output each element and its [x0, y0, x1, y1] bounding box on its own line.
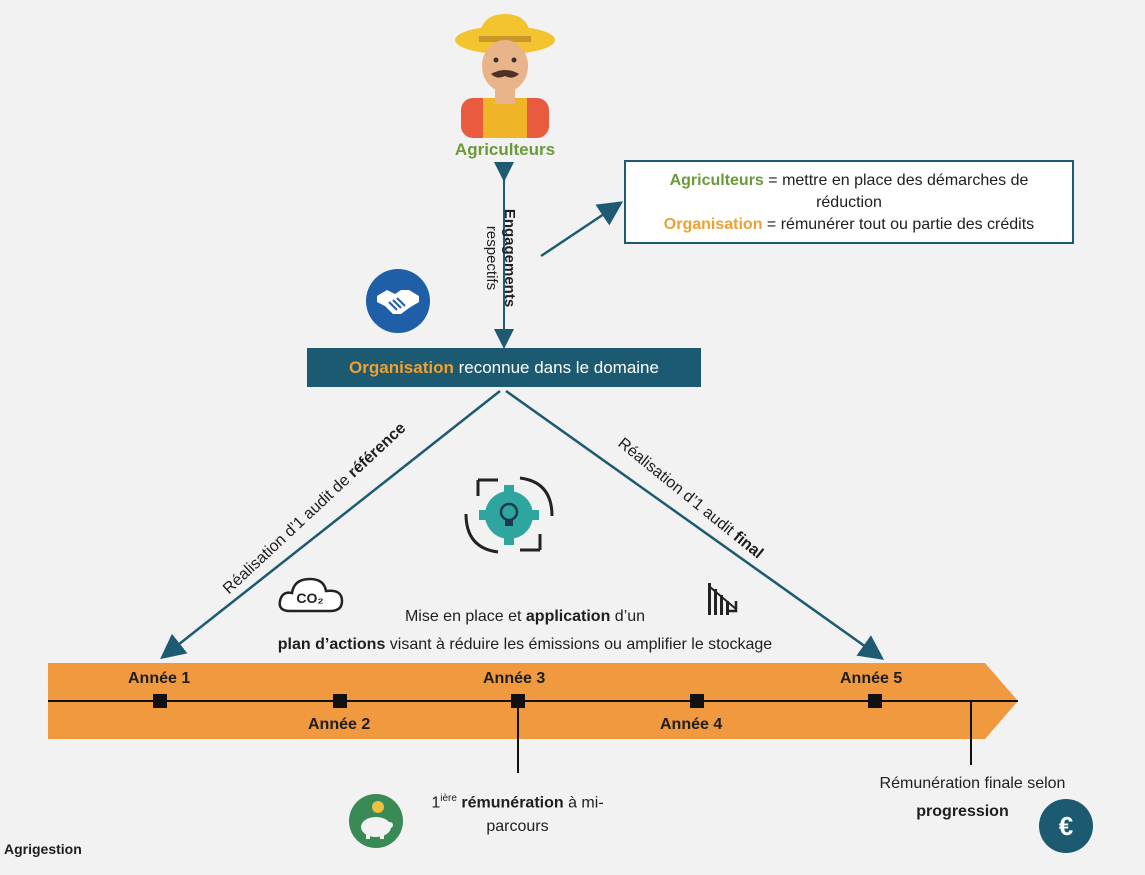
year-4: Année 4 [660, 716, 723, 733]
action-plan-line2: plan d’actions visant à réduire les émis… [215, 631, 835, 659]
audit-left-arrow [160, 390, 501, 660]
legend-box: Agriculteurs = mettre en place des démar… [624, 160, 1074, 244]
remu1-bold: rémunération [461, 794, 564, 812]
engagement-rest: respectifs [483, 225, 500, 291]
legend-line1: Agriculteurs = mettre en place des démar… [636, 170, 1062, 214]
plan-l2a: plan d’actions [277, 636, 386, 653]
plan-l1c: d’un [610, 608, 646, 625]
organisation-text: reconnue dans le domaine [453, 358, 659, 377]
legend-text-farmers: = mettre en place des démarches de réduc… [763, 172, 1029, 211]
innovation-cycle-icon [464, 476, 554, 554]
remu1-sup: ière [440, 793, 457, 804]
year-1: Année 1 [128, 670, 191, 687]
organisation-box: Organisation reconnue dans le domaine [307, 348, 701, 387]
euro-symbol: € [1059, 811, 1073, 841]
legend-term-farmers: Agriculteurs [669, 172, 764, 189]
farmer-icon [455, 14, 555, 138]
legend-line2: Organisation = rémunérer tout ou partie … [636, 214, 1062, 236]
declining-chart-icon [708, 583, 738, 615]
organisation-term: Organisation [349, 358, 454, 377]
brand-label: Agrigestion [4, 841, 82, 857]
co2-text: CO₂ [296, 590, 323, 606]
legend-arrow [540, 201, 624, 258]
piggy-bank-icon [349, 794, 403, 848]
year-2: Année 2 [308, 716, 371, 733]
plan-l1b: application [525, 608, 611, 625]
action-plan-text: Mise en place et application d’un plan d… [215, 603, 835, 659]
year-3: Année 3 [483, 670, 546, 687]
plan-l2b: visant à réduire les émissions ou amplif… [385, 636, 773, 653]
engagement-bold: Engagements [501, 208, 518, 308]
engagement-label: Engagements respectifs [470, 200, 530, 320]
farmer-label: Agriculteurs [454, 140, 556, 159]
remu1-rest: à mi-parcours [486, 794, 604, 836]
remu1-num: 1 [431, 794, 441, 812]
co2-cloud-icon: CO₂ [278, 577, 344, 613]
legend-text-organisation: = rémunérer tout ou partie des crédits [762, 216, 1035, 233]
first-remuneration: 1ière rémunération à mi-parcours [405, 787, 630, 839]
euro-icon: € [1039, 799, 1093, 853]
year-5: Année 5 [840, 670, 903, 687]
remu-final-bold: progression [916, 803, 1009, 820]
plan-l1a: Mise en place et [404, 608, 526, 625]
remu-final-text: Rémunération finale selon [879, 775, 1066, 792]
audit-right-arrow [505, 389, 885, 660]
handshake-icon [366, 269, 430, 333]
final-remuneration: Rémunération finale selon progression [850, 770, 1095, 826]
action-plan-line1: Mise en place et application d’un [215, 603, 835, 631]
legend-term-organisation: Organisation [663, 216, 763, 233]
timeline-markers [153, 694, 882, 708]
